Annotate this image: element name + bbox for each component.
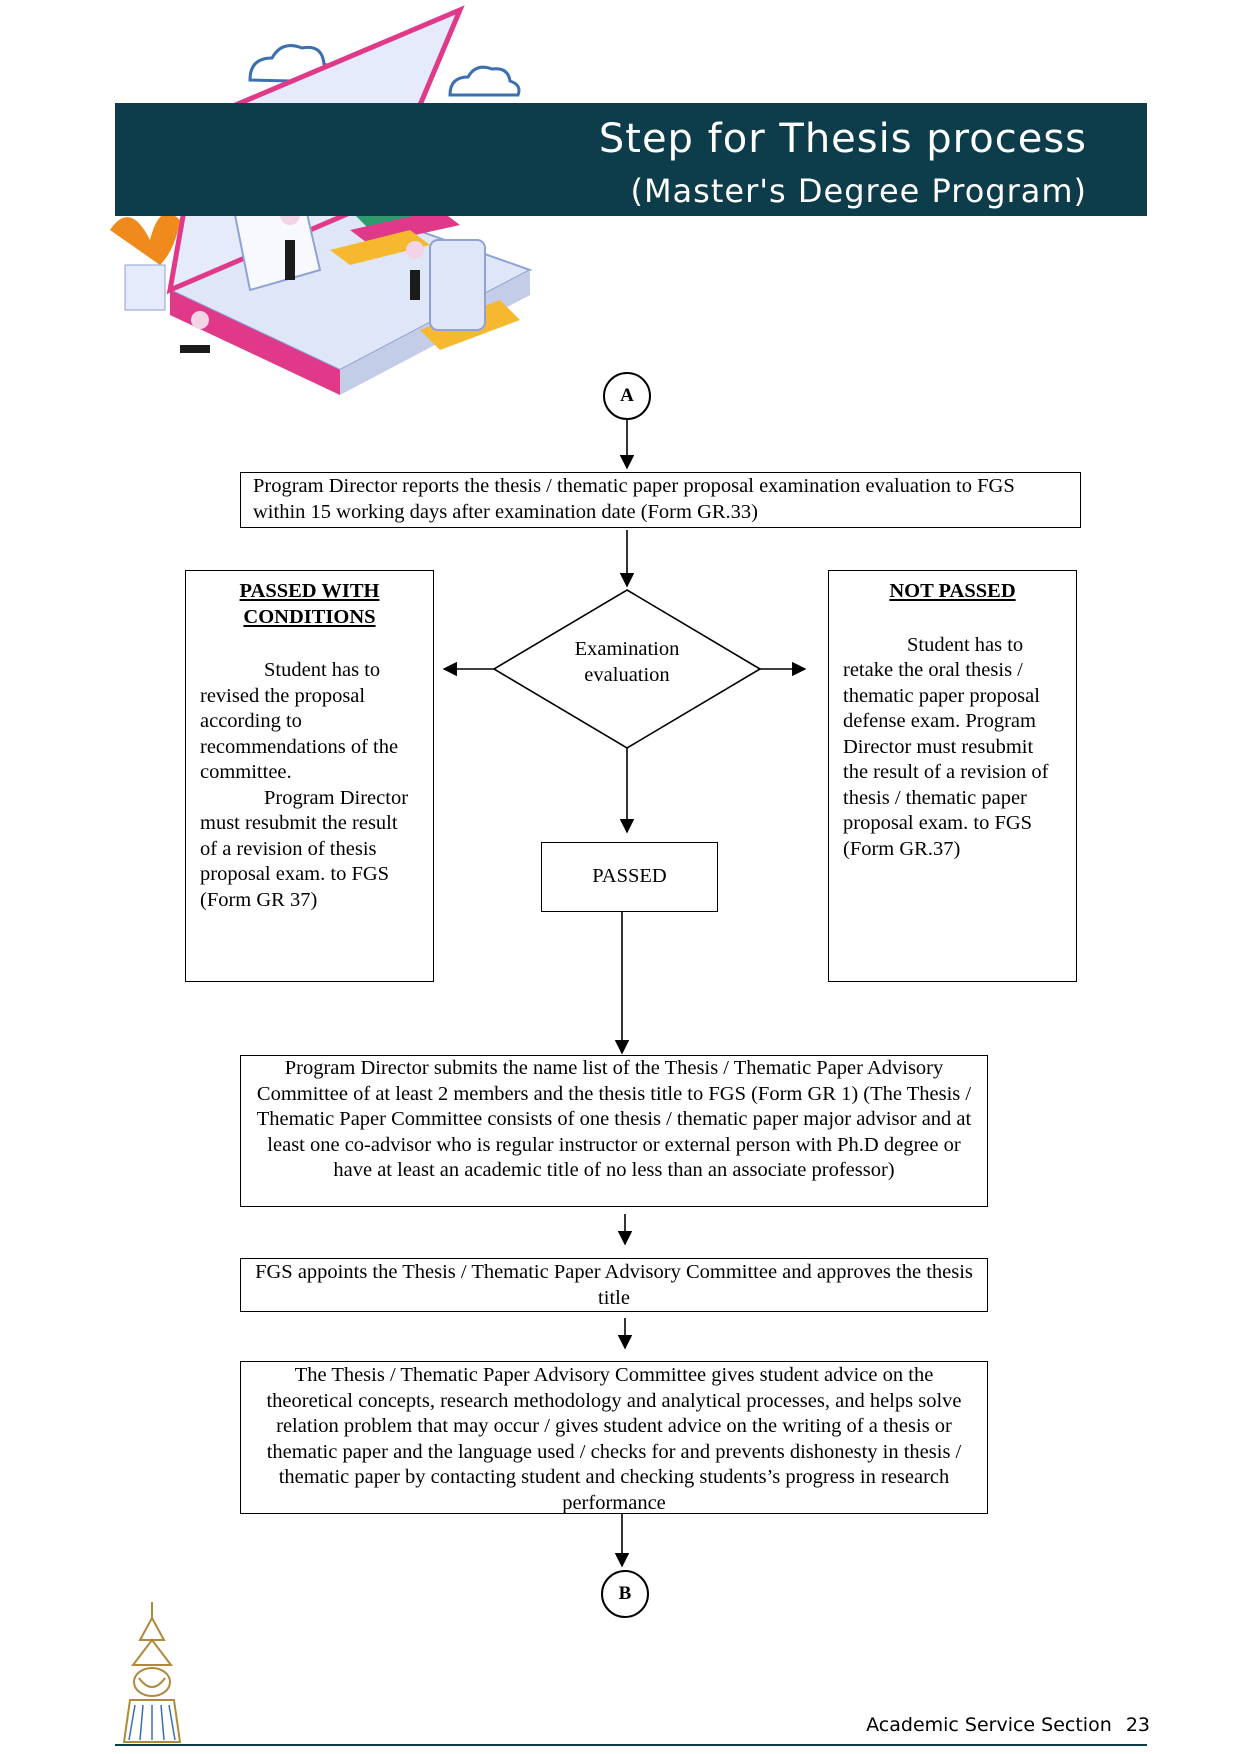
page-number: 23 (1125, 1714, 1150, 1736)
step-appoint: FGS appoints the Thesis / Thematic Paper… (240, 1258, 988, 1312)
step-submit-committee-text: Program Director submits the name list o… (256, 1057, 972, 1181)
passed-with-conditions-box: PASSED WITH CONDITIONS Student has to re… (185, 570, 434, 982)
footer-divider (115, 1744, 1147, 1746)
title-line-2: (Master's Degree Program) (630, 172, 1087, 210)
not-passed-box: NOT PASSED Student has to retake the ora… (828, 570, 1077, 982)
title-line-1: Step for Thesis process (598, 116, 1087, 162)
step-appoint-text: FGS appoints the Thesis / Thematic Paper… (255, 1261, 973, 1309)
not-passed-heading: NOT PASSED (889, 580, 1016, 602)
passed-box: PASSED (541, 842, 718, 912)
decision-label-text: Examination evaluation (574, 638, 680, 686)
step-report-text: Program Director reports the thesis / th… (253, 475, 1015, 523)
passed-label: PASSED (592, 865, 667, 888)
page-title: Step for Thesis process (Master's Degree… (599, 111, 1087, 215)
step-advice: The Thesis / Thematic Paper Advisory Com… (240, 1361, 988, 1514)
connector-a-label: A (620, 385, 634, 406)
footer-section: Academic Service Section (866, 1714, 1112, 1736)
decision-label: Examination evaluation (560, 637, 694, 688)
passed-with-conditions-heading: PASSED WITH CONDITIONS (239, 580, 380, 628)
connector-b: B (601, 1570, 649, 1618)
footer: Academic Service Section 23 (866, 1714, 1150, 1736)
step-submit-committee: Program Director submits the name list o… (240, 1055, 988, 1207)
passed-with-conditions-para2: Program Director must resubmit the resul… (200, 786, 409, 911)
step-report: Program Director reports the thesis / th… (240, 472, 1081, 528)
university-emblem (122, 1602, 182, 1743)
header-banner: Step for Thesis process (Master's Degree… (115, 103, 1147, 216)
not-passed-para1: Student has to retake the oral thesis / … (843, 633, 1049, 860)
step-advice-text: The Thesis / Thematic Paper Advisory Com… (266, 1364, 962, 1514)
passed-with-conditions-para1: Student has to revised the proposal acco… (200, 659, 399, 783)
connector-a: A (603, 372, 651, 420)
connector-b-label: B (618, 1583, 632, 1604)
